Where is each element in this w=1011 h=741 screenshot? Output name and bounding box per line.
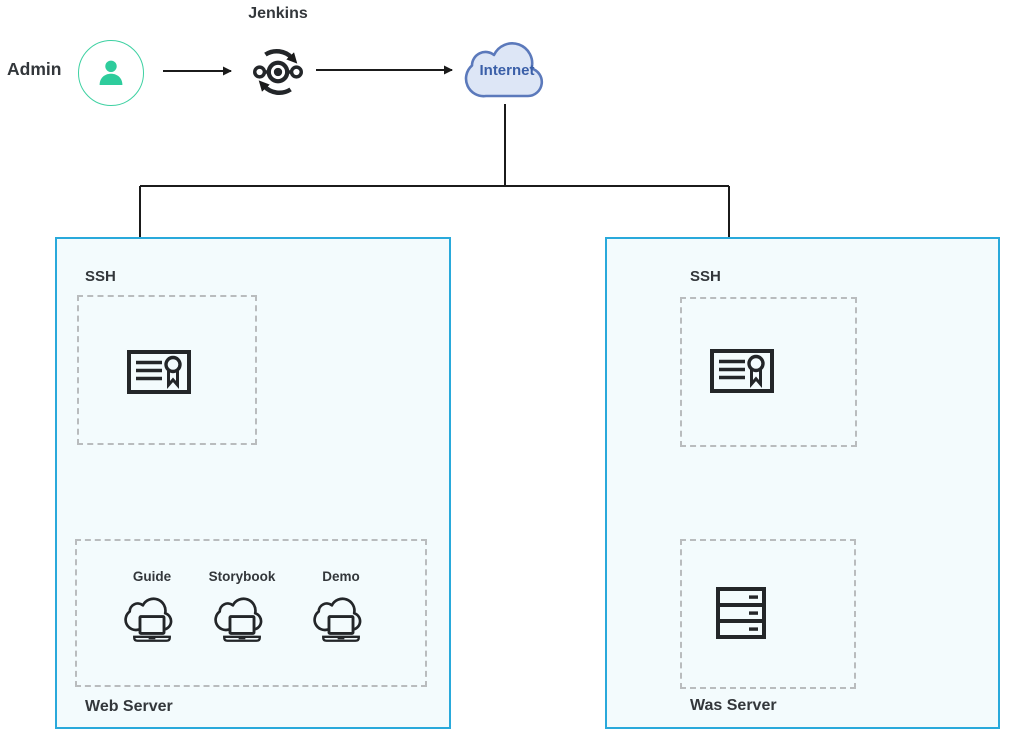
cloud-icon [464, 42, 544, 98]
storybook-label: Storybook [208, 569, 276, 584]
cloud-laptop-icon [313, 597, 362, 642]
cloud-laptop-icon [124, 597, 173, 642]
web-ssh-label: SSH [85, 268, 116, 285]
guide-label: Guide [132, 569, 172, 584]
app-demo: Demo [296, 569, 386, 649]
was-certificate-zone [680, 297, 857, 447]
was-server-zone [680, 539, 856, 689]
connector-internet-stem [140, 104, 729, 187]
demo-label: Demo [322, 569, 360, 584]
certificate-icon [127, 350, 191, 394]
jenkins-label: Jenkins [248, 5, 308, 22]
ci-automation-icon [253, 49, 303, 95]
certificate-icon [710, 349, 774, 393]
cloud-laptop-icon [214, 597, 263, 642]
was-server-title: Was Server [690, 697, 777, 714]
app-storybook: Storybook [197, 569, 287, 649]
web-apps-zone: Guide Storybook Demo [75, 539, 427, 687]
was-ssh-label: SSH [690, 268, 721, 285]
internet-label: Internet [479, 62, 535, 79]
admin-label: Admin [7, 59, 62, 79]
admin-avatar [78, 40, 144, 106]
app-guide: Guide [107, 569, 197, 649]
internet-node: Internet [461, 36, 553, 102]
person-icon [99, 60, 123, 85]
web-server-title: Web Server [85, 698, 173, 715]
web-certificate-zone [77, 295, 257, 445]
server-rack-icon [716, 587, 766, 639]
was-server-panel: SSH Was Server [605, 237, 1000, 729]
web-server-panel: SSH Guide Storyb [55, 237, 451, 729]
